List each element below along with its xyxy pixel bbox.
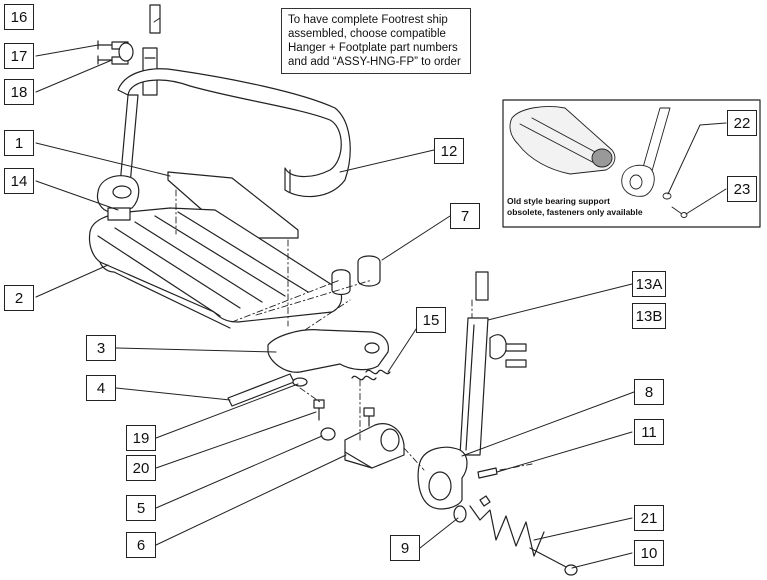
callout-13b: 13B [632,303,666,329]
callout-8: 8 [634,379,664,405]
footplate [88,207,343,329]
springs [351,369,391,381]
mounting-block [344,423,405,469]
callout-14: 14 [4,168,34,194]
order-note: To have complete Footrest ship assembled… [281,8,471,74]
callout-15: 15 [416,307,446,333]
callout-19: 19 [126,425,156,451]
inset-caption-line: obsolete, fasteners only available [507,207,643,217]
bumpers [331,255,381,296]
callout-2: 2 [4,285,34,311]
pivot-pin [227,373,295,407]
hanger-fasteners [97,40,134,65]
order-note-line: Hanger + Footplate part numbers [288,42,458,54]
callout-6: 6 [126,532,156,558]
callout-23: 23 [727,176,757,202]
order-note-line: assembled, choose compatible [288,28,446,40]
screw [313,399,375,427]
callout-16: 16 [4,4,34,30]
heel-strap-pad [167,171,299,239]
callout-3: 3 [86,335,116,361]
spring-clip [469,505,545,557]
callout-13a: 13A [632,271,666,297]
callout-18: 18 [4,79,34,105]
nut [320,427,336,441]
callout-20: 20 [126,455,156,481]
inset-caption-line: Old style bearing support [507,196,610,206]
alignment-lines [175,189,533,471]
hanger-assembly [96,4,351,213]
callout-10: 10 [634,540,664,566]
callout-5: 5 [126,495,156,521]
callout-17: 17 [4,43,34,69]
callout-9: 9 [390,535,420,561]
callout-21: 21 [634,505,664,531]
inset-caption: Old style bearing support obsolete, fast… [507,196,643,218]
callout-7: 7 [450,203,480,229]
callout-1: 1 [4,130,34,156]
callout-12: 12 [434,138,464,164]
callout-4: 4 [86,375,116,401]
right-hanger [459,271,527,456]
callout-22: 22 [727,110,757,136]
order-note-line: To have complete Footrest ship [288,14,448,26]
washer [292,377,308,387]
small-pin [477,467,498,479]
bearing-washer [453,505,467,523]
order-note-line: and add “ASSY-HNG-FP” to order [288,56,461,68]
footplate-bracket [267,329,389,373]
callout-11: 11 [634,419,664,445]
bearing-support [417,446,468,510]
leader-lines [35,17,727,569]
inset-illustration [509,106,688,218]
